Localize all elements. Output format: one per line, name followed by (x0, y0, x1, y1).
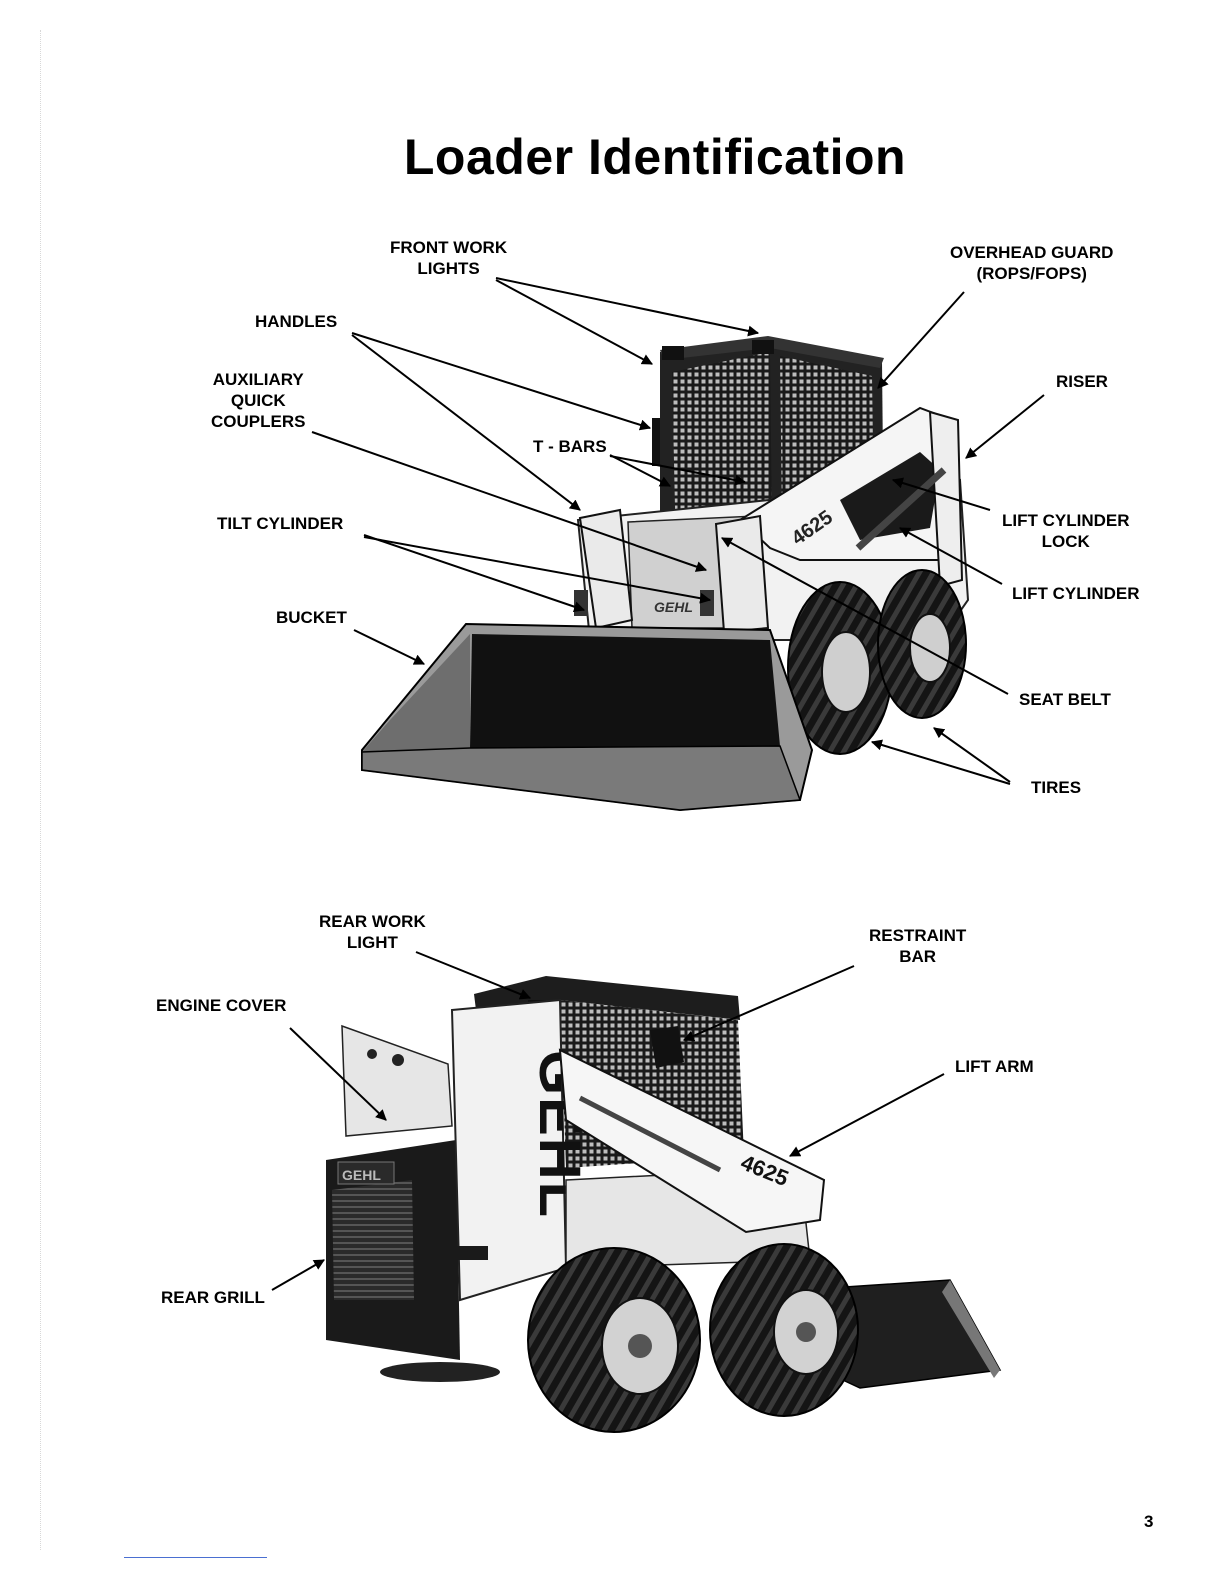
rear-grill (332, 1180, 414, 1300)
label-bucket: BUCKET (276, 607, 347, 628)
handle (652, 418, 660, 466)
rear-loader-image: GEHL GEHL 4625 (326, 976, 1000, 1432)
front-gehl-decal: GEHL (654, 599, 693, 615)
front-work-light (752, 340, 774, 354)
footer-rule (124, 1557, 267, 1558)
label-t-bars: T - BARS (533, 436, 607, 457)
restraint-bar (650, 1026, 684, 1068)
label-overhead-guard: OVERHEAD GUARD (ROPS/FOPS) (950, 242, 1113, 284)
label-rear-grill: REAR GRILL (161, 1287, 265, 1308)
label-rear-work-light: REAR WORK LIGHT (319, 911, 426, 953)
label-restraint-bar: RESTRAINT BAR (869, 925, 966, 967)
label-tires: TIRES (1031, 777, 1081, 798)
label-seat-belt: SEAT BELT (1019, 689, 1111, 710)
label-lift-cylinder: LIFT CYLINDER (1012, 583, 1140, 604)
front-loader-image: GEHL 4625 (362, 336, 968, 810)
label-front-work-lights: FRONT WORK LIGHTS (390, 237, 507, 279)
label-tilt-cylinder: TILT CYLINDER (217, 513, 343, 534)
label-engine-cover: ENGINE COVER (156, 995, 286, 1016)
rear-grill-gehl-decal: GEHL (342, 1167, 381, 1183)
label-lift-arm: LIFT ARM (955, 1056, 1034, 1077)
front-work-light (662, 346, 684, 360)
engine-cover (342, 1026, 452, 1136)
label-auxiliary-quick-couplers: AUXILIARY QUICK COUPLERS (211, 369, 305, 432)
label-riser: RISER (1056, 371, 1108, 392)
page-number: 3 (1144, 1512, 1153, 1532)
label-handles: HANDLES (255, 311, 337, 332)
label-lift-cylinder-lock: LIFT CYLINDER LOCK (1002, 510, 1130, 552)
